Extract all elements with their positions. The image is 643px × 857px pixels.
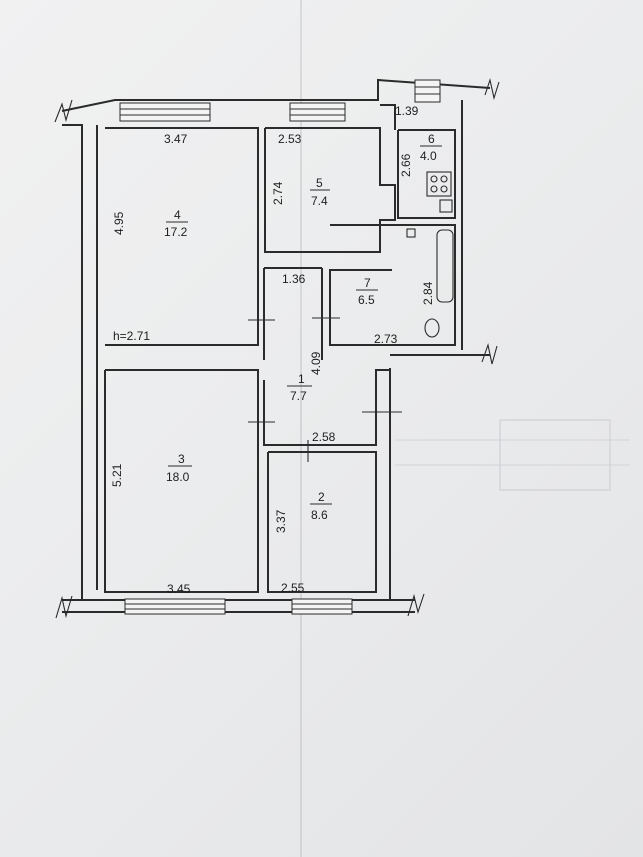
stove-icon	[426, 171, 452, 197]
room2-side-dim: 3.37	[274, 509, 288, 533]
room3-side-dim: 5.21	[110, 463, 124, 487]
room3-bottom-dim: 3.45	[167, 582, 191, 596]
room7-area: 6.5	[358, 293, 375, 307]
room3-number: 3	[178, 452, 185, 466]
bathtub-icon	[436, 229, 454, 303]
room6-top-dim: 1.39	[395, 104, 419, 118]
ceiling-height: h=2.71	[113, 329, 150, 343]
room5-top-dim: 2.53	[278, 132, 302, 146]
room1-number: 1	[298, 372, 305, 386]
toilet-icon	[424, 318, 440, 338]
interior-walls	[104, 127, 456, 593]
room6-outline	[397, 129, 456, 219]
room1-area: 7.7	[290, 389, 307, 403]
room5-area: 7.4	[311, 194, 328, 208]
room3-area: 18.0	[166, 470, 190, 484]
room7-side-dim: 2.84	[421, 281, 435, 305]
room7-bottom-dim: 2.73	[374, 332, 398, 346]
break-marks	[54, 77, 500, 619]
room5-side-dim: 2.74	[271, 181, 285, 205]
room6-side-dim: 2.66	[399, 153, 413, 177]
windows	[119, 79, 441, 615]
room4-area: 17.2	[164, 225, 188, 239]
room2-area: 8.6	[311, 508, 328, 522]
paper-show-through	[395, 419, 630, 491]
window-room4	[119, 102, 211, 122]
paper-fold	[300, 0, 302, 857]
corridor-side-dim: 4.09	[309, 351, 323, 375]
window-room2	[291, 598, 353, 615]
room4-top-dim: 3.47	[164, 132, 188, 146]
kitchen-sink-icon	[439, 199, 453, 213]
room7-number: 7	[364, 276, 371, 290]
room5-outline	[264, 127, 396, 253]
room4-outline	[105, 127, 259, 346]
room7-outline	[329, 224, 456, 346]
room2-number: 2	[318, 490, 325, 504]
room4-side-dim: 4.95	[112, 211, 126, 235]
washbasin-icon	[406, 228, 416, 238]
room3-outline	[104, 369, 259, 593]
corridor-top-dim: 1.36	[282, 272, 306, 286]
room6-number: 6	[428, 132, 435, 146]
room6-area: 4.0	[420, 149, 437, 163]
room5-number: 5	[316, 176, 323, 190]
room2-bottom-dim: 2.55	[281, 581, 305, 595]
room2-outline	[267, 451, 377, 593]
window-room3	[124, 598, 226, 615]
room4-number: 4	[174, 208, 181, 222]
room2-top-dim: 2.58	[312, 430, 336, 444]
window-room6	[414, 79, 441, 103]
window-room5	[289, 102, 346, 122]
fixtures	[406, 171, 454, 338]
